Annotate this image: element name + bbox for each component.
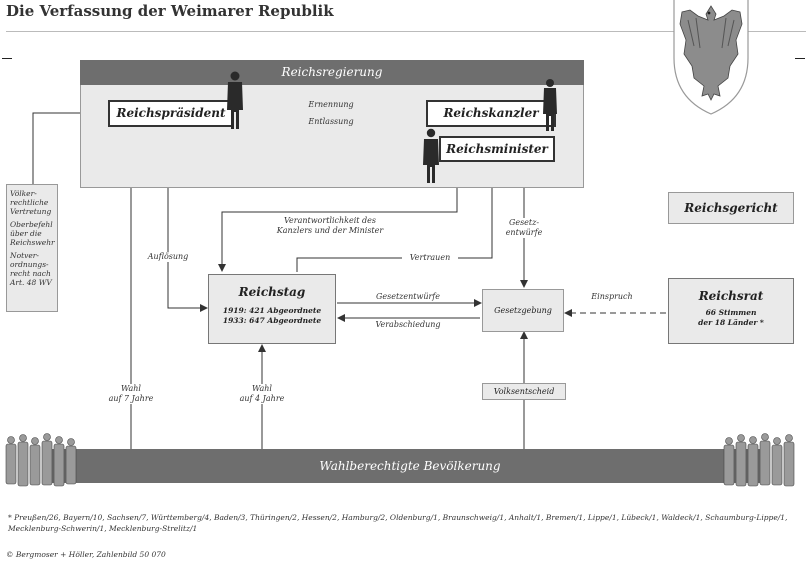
eagle-emblem-icon: [668, 0, 754, 116]
court-box: Reichsgericht: [668, 192, 794, 224]
minister-figure-icon: [422, 128, 440, 184]
right-tick: [795, 58, 805, 59]
passage-label: Verabschiedung: [375, 320, 441, 329]
power-line: Art. 48 WV: [10, 278, 52, 287]
electorate-bar: Wahlberechtigte Bevölkerung: [50, 449, 770, 483]
reichstag-seats-1933: 1933: 647 Abgeordnete: [222, 316, 322, 325]
election-president-line: auf 7 Jahre: [108, 394, 154, 403]
ministers-box: Reichsminister: [439, 136, 555, 162]
power-line: rechtliche: [10, 198, 49, 207]
reichsrat-states: der 18 Länder *: [698, 318, 764, 327]
crowd-left-icon: [4, 432, 82, 488]
power-line: Notver-: [10, 251, 39, 260]
reichsrat-title: Reichsrat: [698, 289, 764, 303]
copyright: © Bergmoser + Höller, Zahlenbild 50 070: [6, 550, 166, 559]
responsibility-line: Verantwortlichkeit des: [283, 216, 377, 225]
bill-drafts-label: Gesetz- entwürfe: [500, 218, 548, 238]
appoint-label: Ernennung: [308, 100, 354, 109]
responsibility-line: Kanzlers und der Minister: [276, 226, 384, 235]
bills-label: Gesetzentwürfe: [375, 292, 440, 301]
legislation-box: Gesetzgebung: [482, 289, 564, 332]
election-president-label: Wahl auf 7 Jahre: [106, 384, 156, 404]
government-bar: Reichsregierung: [80, 60, 584, 85]
power-line: ordnungs-: [10, 260, 49, 269]
chancellor-box: Reichskanzler: [426, 100, 556, 127]
left-tick: [2, 58, 12, 59]
president-box: Reichspräsident: [108, 100, 234, 127]
bill-drafts-line: entwürfe: [505, 228, 543, 237]
power-line: über die: [10, 229, 42, 238]
power-line: Oberbefehl: [10, 220, 53, 229]
footnote: * Preußen/26, Bayern/10, Sachsen/7, Würt…: [8, 513, 788, 533]
referendum-box: Volksentscheid: [482, 383, 566, 400]
election-president-line: Wahl: [120, 384, 141, 393]
president-powers-box: Völker- rechtliche Vertretung Oberbefehl…: [6, 184, 58, 312]
header-divider: [6, 31, 806, 32]
election-reichstag-line: Wahl: [251, 384, 272, 393]
dismiss-label: Entlassung: [308, 117, 354, 126]
president-figure-icon: [226, 70, 244, 130]
power-line: Vertretung: [10, 207, 52, 216]
reichstag-seats-1919: 1919: 421 Abgeordnete: [222, 306, 322, 315]
election-reichstag-line: auf 4 Jahre: [239, 394, 285, 403]
power-line: Reichswehr: [10, 238, 55, 247]
reichstag-title: Reichstag: [238, 285, 306, 299]
reichsrat-box: Reichsrat 66 Stimmen der 18 Länder *: [668, 278, 794, 344]
confidence-label: Vertrauen: [402, 253, 458, 263]
objection-label: Einspruch: [591, 292, 633, 301]
crowd-right-icon: [722, 432, 802, 488]
reichstag-box: Reichstag 1919: 421 Abgeordnete 1933: 64…: [208, 274, 336, 344]
page-title: Die Verfassung der Weimarer Republik: [6, 2, 334, 20]
bill-drafts-line: Gesetz-: [508, 218, 540, 227]
reichsrat-votes: 66 Stimmen: [705, 308, 757, 317]
power-line: Völker-: [10, 189, 37, 198]
dissolution-label: Auflösung: [144, 252, 192, 262]
power-line: recht nach: [10, 269, 51, 278]
chancellor-figure-icon: [542, 78, 558, 132]
responsibility-label: Verantwortlichkeit des Kanzlers und der …: [270, 216, 390, 236]
election-reichstag-label: Wahl auf 4 Jahre: [237, 384, 287, 404]
